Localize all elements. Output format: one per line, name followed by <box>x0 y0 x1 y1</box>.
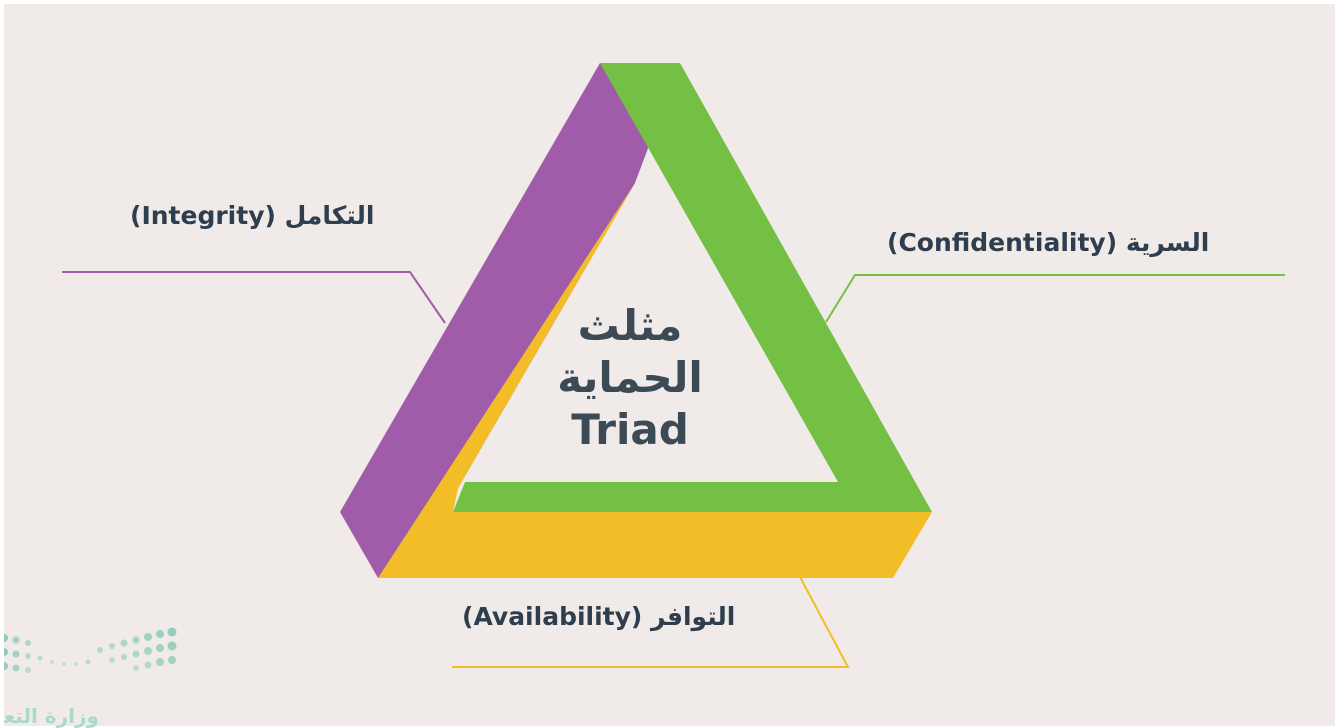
ministry-logo-icon <box>0 627 177 673</box>
confidentiality-callout-line <box>825 274 1285 323</box>
integrity-label: التكامل (Integrity) <box>130 201 375 230</box>
integrity-callout-line <box>62 271 446 324</box>
center-title-line3: Triad <box>571 405 689 454</box>
availability-label: التوافر (Availability) <box>462 602 736 631</box>
availability-side <box>378 183 932 578</box>
center-title-line1: مثلث <box>577 301 683 350</box>
logo-text: وزارة التعليم <box>0 704 99 728</box>
center-title-line2: الحماية <box>557 353 703 402</box>
center-title: مثلث الحماية Triad <box>520 300 740 456</box>
confidentiality-label: السرية (Confidentiality) <box>887 228 1210 257</box>
availability-callout-line <box>452 576 850 668</box>
integrity-side <box>340 63 680 578</box>
confidentiality-side <box>453 63 932 512</box>
